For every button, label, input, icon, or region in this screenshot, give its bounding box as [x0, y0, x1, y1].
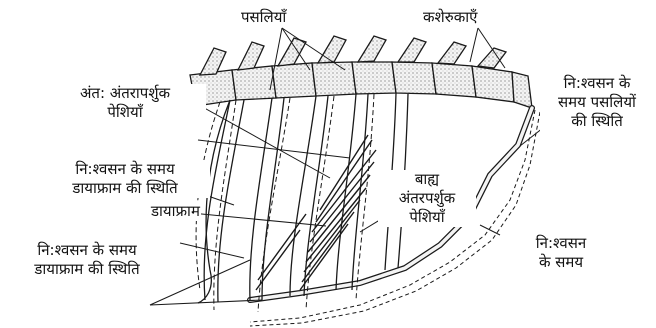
label-inhale-diaphragm-line2: डायाफ्राम की स्थिति — [1, 260, 173, 279]
label-ribs-position-line2: समय पसलियों — [541, 93, 653, 112]
spinous-process — [478, 48, 506, 68]
vertebra — [392, 62, 436, 94]
label-ribs: पसलियाँ — [240, 8, 287, 27]
label-exhale-diaphragm-line1: नि:श्वसन के समय — [41, 160, 209, 179]
label-external-intercostal: बाह्य अंतरपर्शुक पेशियाँ — [378, 170, 476, 227]
label-exhale-diaphragm: नि:श्वसन के समय डायाफ्राम की स्थिति — [40, 160, 210, 198]
vertebra — [312, 62, 356, 96]
spinous-process — [318, 36, 346, 63]
label-internal-intercostal-line1: अंत: अंतरापर्शुक — [45, 84, 205, 103]
label-exhale-time-line2: के समय — [511, 253, 611, 272]
label-inhale-diaphragm: नि:श्वसन के समय डायाफ्राम की स्थिति — [0, 241, 174, 279]
label-vertebrae: कशेरुकाएँ — [422, 8, 478, 27]
rib — [290, 96, 316, 296]
rib — [250, 98, 272, 300]
rib — [304, 96, 328, 296]
label-diaphragm: डायाफ्राम — [150, 202, 201, 221]
label-ribs-position: नि:श्वसन के समय पसलियों की स्थिति — [540, 74, 654, 131]
vertebra — [472, 66, 514, 102]
label-external-intercostal-line1: बाह्य — [379, 170, 475, 189]
rib — [336, 94, 356, 290]
vertebra — [232, 66, 276, 100]
label-internal-intercostal: अंत: अंतरापर्शुक पेशियाँ — [44, 84, 206, 122]
label-ribs-position-line1: नि:श्वसन के — [541, 74, 653, 93]
label-exhale-time-line1: नि:श्वसन — [511, 234, 611, 253]
spinous-process — [438, 42, 466, 64]
spinous-process — [238, 42, 264, 70]
label-inhale-diaphragm-line1: नि:श्वसन के समय — [1, 241, 173, 260]
label-external-intercostal-line3: पेशियाँ — [379, 208, 475, 227]
vertebra — [352, 62, 396, 94]
label-exhale-time: नि:श्वसन के समय — [510, 234, 612, 272]
label-external-intercostal-line2: अंतरपर्शुक — [379, 189, 475, 208]
vertebra — [432, 63, 476, 97]
spinous-process — [358, 36, 386, 62]
label-internal-intercostal-line2: पेशियाँ — [45, 103, 205, 122]
spinous-process — [398, 38, 426, 62]
label-exhale-diaphragm-line2: डायाफ्राम की स्थिति — [41, 179, 209, 198]
vertebra — [512, 72, 532, 108]
label-ribs-position-line3: की स्थिति — [541, 112, 653, 131]
rib — [352, 94, 368, 290]
